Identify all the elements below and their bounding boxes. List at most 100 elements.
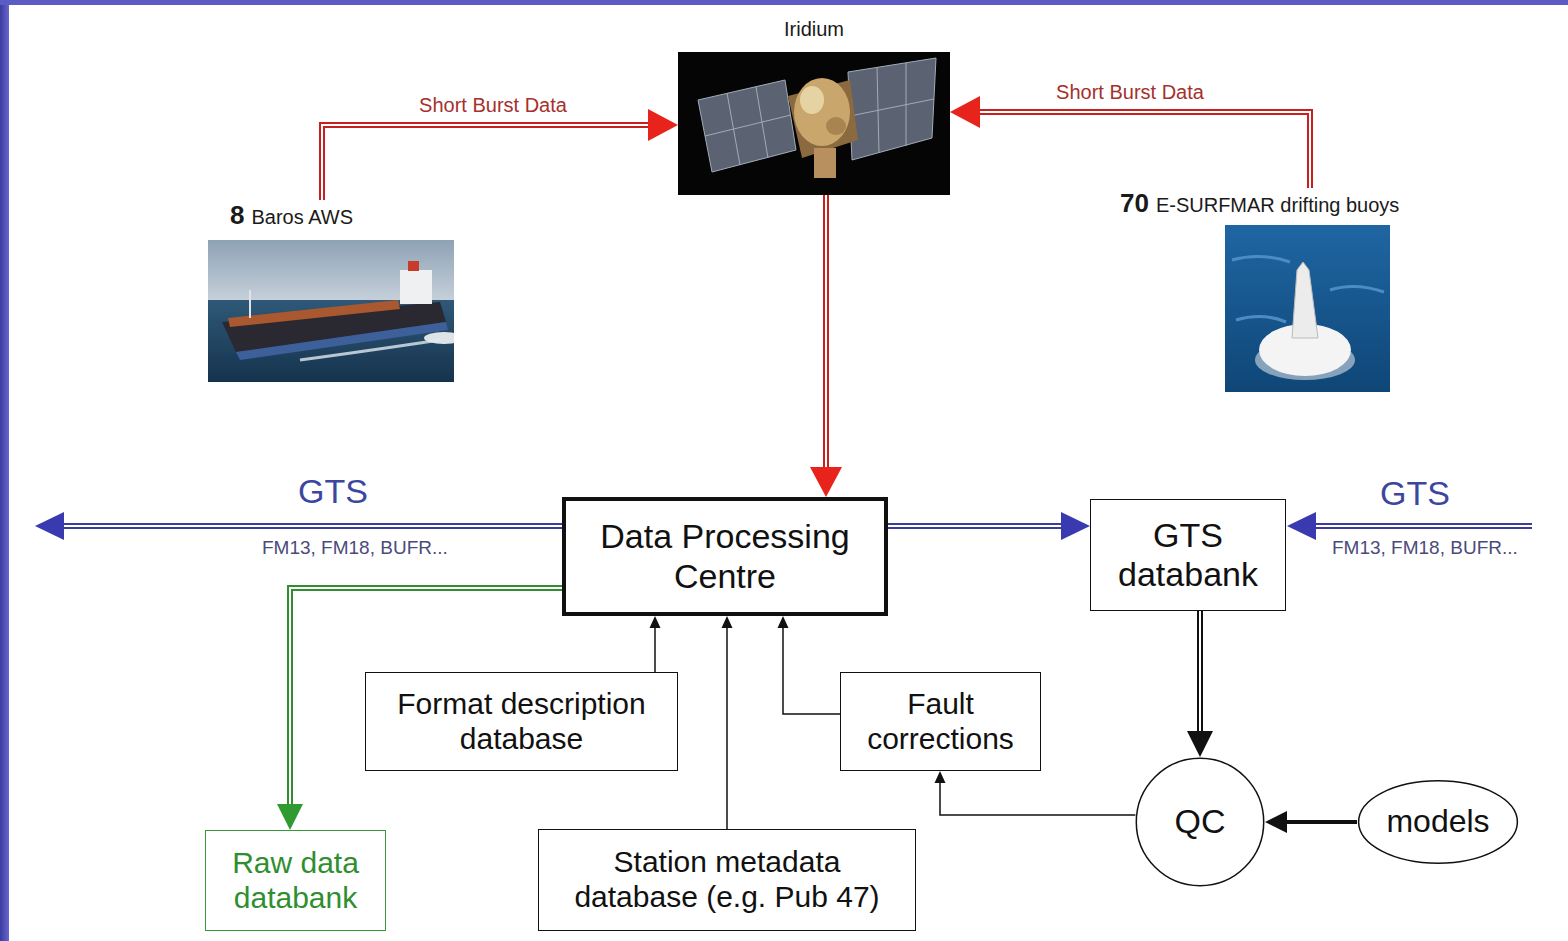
ship-wake	[300, 340, 440, 360]
database-label: Format description database	[380, 687, 663, 757]
buoy-station: 70 E-SURFMAR drifting buoys	[1118, 188, 1460, 392]
connector-line	[823, 195, 829, 467]
gts-line	[1314, 523, 1532, 529]
connector-line	[726, 628, 728, 829]
arrowhead	[1265, 811, 1287, 833]
connector	[810, 195, 842, 497]
connector-line	[888, 525, 1061, 527]
ship-station: 8 Baros AWS	[208, 200, 456, 383]
process-label: Data Processing Centre	[580, 517, 870, 596]
solar-panel	[848, 58, 936, 160]
edge-label: Short Burst Data	[416, 94, 570, 117]
label-row: 70 E-SURFMAR drifting buoys	[1118, 188, 1460, 218]
databank-label: GTS databank	[1101, 516, 1275, 595]
ship-bridge	[400, 270, 432, 304]
satellite-name: Iridium	[784, 18, 844, 41]
panel-grid	[705, 115, 791, 136]
satellite-body	[794, 78, 850, 146]
outline-shape	[1136, 758, 1263, 885]
connector	[1265, 811, 1357, 833]
connector-line	[654, 628, 656, 672]
connector-line	[1287, 820, 1357, 824]
satellite-body	[814, 148, 836, 178]
ship-hull	[236, 322, 448, 360]
connector-line	[1199, 611, 1201, 731]
gts-line	[1314, 525, 1532, 527]
connector	[722, 616, 733, 829]
connector-line	[980, 112, 1310, 188]
database-box: Station metadata database (e.g. Pub 47)	[538, 829, 916, 931]
arrowhead	[935, 771, 946, 783]
connector	[778, 616, 841, 714]
satellite-picture	[678, 52, 950, 195]
connector	[888, 512, 1090, 540]
gts-line	[62, 525, 562, 527]
satellite-node: Iridium	[678, 18, 950, 195]
gts-arrowhead	[35, 512, 64, 540]
models-ellipse: models	[1357, 780, 1519, 864]
connector	[650, 616, 661, 672]
label-row: 8 Baros AWS	[208, 200, 456, 230]
connector	[322, 109, 678, 200]
satellite-body	[826, 117, 846, 135]
connector-line	[888, 523, 1061, 529]
correction-label: Fault corrections	[851, 687, 1030, 757]
connector-line	[783, 628, 840, 714]
gts-line	[62, 523, 562, 529]
format-list: FM13, FM18, BUFR...	[1332, 537, 1518, 559]
connector-line	[980, 112, 1310, 188]
satellite-body	[800, 86, 824, 114]
models-label: models	[1386, 803, 1489, 840]
arrowhead	[1061, 512, 1090, 540]
connector	[935, 771, 1136, 815]
station-name: Baros AWS	[251, 206, 353, 229]
buoy-picture	[1225, 225, 1390, 392]
gts-arrowhead	[1287, 512, 1316, 540]
connector-line	[825, 195, 827, 467]
outline-shape	[1359, 781, 1518, 863]
format-list: FM13, FM18, BUFR...	[262, 537, 448, 559]
databank-box: GTS databank	[1090, 499, 1286, 611]
gts-incoming-arrow	[1287, 512, 1532, 540]
station-name: E-SURFMAR drifting buoys	[1156, 194, 1399, 217]
gts-outgoing-arrow	[35, 512, 562, 540]
buoy-mast	[1292, 262, 1318, 338]
edge-label: Short Burst Data	[1053, 81, 1207, 104]
ship-mast	[249, 290, 251, 318]
qc-label: QC	[1175, 802, 1226, 841]
network-name: GTS	[1380, 474, 1450, 513]
label-row: Iridium	[678, 18, 950, 41]
ship-deck	[228, 300, 400, 327]
arrowhead	[810, 467, 842, 497]
arrowhead	[648, 109, 678, 141]
arrowhead	[277, 804, 303, 830]
slide-border	[0, 0, 1568, 5]
station-count: 8	[230, 200, 244, 230]
arrowhead	[950, 96, 980, 128]
water	[1225, 225, 1390, 392]
arrowhead	[778, 616, 789, 628]
ship-funnel	[408, 261, 419, 271]
connector-line	[1197, 611, 1203, 731]
slide-border	[0, 0, 9, 941]
raw-databank-box: Raw data databank	[205, 830, 386, 931]
panel-grid	[850, 99, 934, 116]
connector	[950, 96, 1310, 188]
connector-line	[940, 783, 1135, 815]
connector-line	[322, 125, 648, 200]
arrowhead	[722, 616, 733, 628]
correction-box: Fault corrections	[840, 672, 1041, 771]
ship-picture	[208, 240, 464, 382]
database-box: Format description database	[365, 672, 678, 771]
databank-label: Raw data databank	[218, 846, 373, 916]
connector-line	[322, 125, 648, 200]
station-count: 70	[1120, 188, 1149, 218]
satellite-ground	[678, 52, 950, 195]
network-name: GTS	[298, 472, 368, 511]
qc-circle: QC	[1135, 757, 1265, 887]
process-box: Data Processing Centre	[562, 497, 888, 616]
